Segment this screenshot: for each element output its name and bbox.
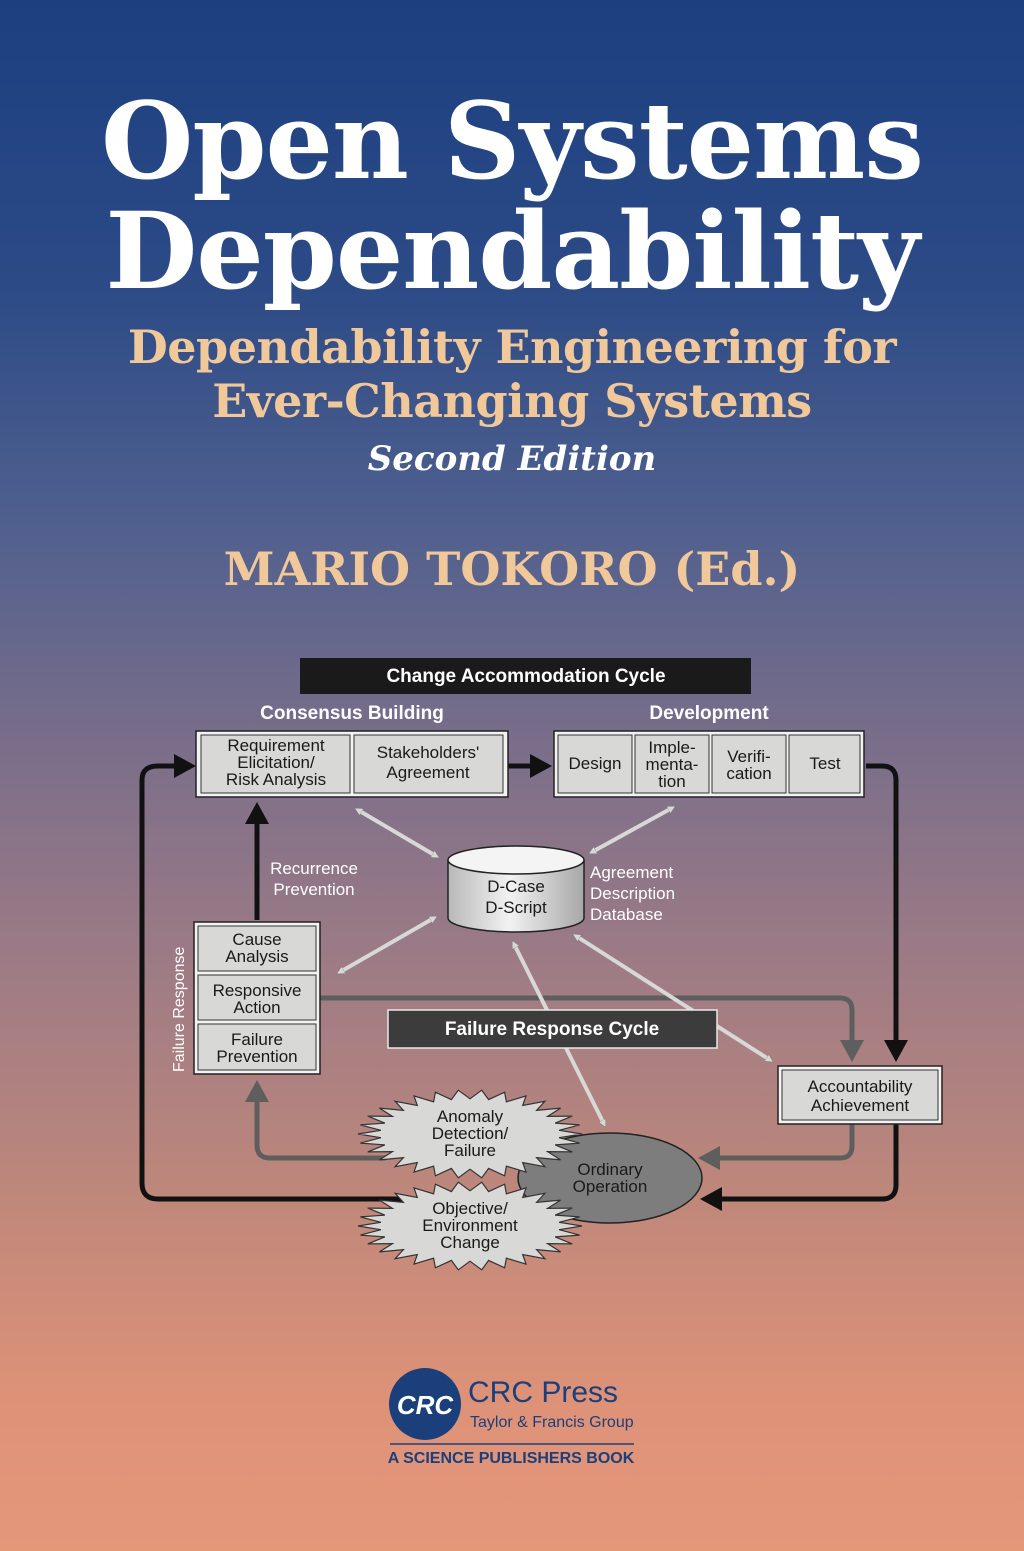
req-line-1: Requirement (227, 736, 325, 755)
agreement-line-2: Description (590, 884, 675, 903)
objective-starburst: Objective/ Environment Change (357, 1181, 583, 1271)
ordinary-line-1: Ordinary (577, 1160, 643, 1179)
ordinary-operation: Ordinary Operation (517, 1132, 703, 1224)
failure-response-label: Failure Response (171, 947, 188, 1073)
author: MARIO TOKORO (Ed.) (223, 542, 801, 596)
objective-line-3: Change (440, 1233, 500, 1252)
cause-line-1: Cause (232, 930, 281, 949)
dcase-line-2: D-Script (485, 898, 547, 917)
objective-line-2: Environment (422, 1216, 518, 1235)
stakeholders-line-1: Stakeholders' (377, 743, 479, 762)
verif-line-2: cation (726, 764, 771, 783)
accountability-line-1: Accountability (808, 1077, 913, 1096)
failure-cycle-bar (387, 1009, 718, 1049)
anomaly-line-3: Failure (444, 1141, 496, 1160)
req-line-2: Elicitation/ (237, 753, 315, 772)
failure-cycle-label: Failure Response Cycle (445, 1019, 659, 1040)
test-label: Test (809, 754, 840, 773)
consensus-building-label: Consensus Building (260, 703, 444, 724)
accountability-box: Accountability Achievement (777, 1065, 943, 1125)
subtitle-line-1: Dependability Engineering for (127, 320, 897, 374)
crc-logo-circle (389, 1368, 461, 1440)
failure-loop-arrows (245, 995, 864, 1170)
edition: Second Edition (367, 439, 657, 479)
stakeholders-line-2: Agreement (386, 763, 469, 782)
dcase-line-1: D-Case (487, 877, 545, 896)
objective-line-1: Objective/ (432, 1199, 508, 1218)
anomaly-line-2: Detection/ (432, 1124, 509, 1143)
failure-prev-line-1: Failure (231, 1030, 283, 1049)
failure-prev-line-2: Prevention (216, 1047, 297, 1066)
development-box: Design Imple- menta- tion Verifi- cation… (553, 730, 865, 798)
anomaly-line-1: Anomaly (437, 1107, 504, 1126)
impl-line-1: Imple- (648, 738, 695, 757)
recurrence-line-2: Prevention (273, 880, 354, 899)
database-cylinder: D-Case D-Script (447, 845, 585, 933)
impl-line-3: tion (658, 772, 685, 791)
design-label: Design (569, 754, 622, 773)
agreement-line-1: Agreement (590, 863, 673, 882)
title-line-1: Open Systems (101, 78, 924, 203)
verif-line-1: Verifi- (727, 747, 770, 766)
accountability-line-2: Achievement (811, 1096, 910, 1115)
change-cycle-label: Change Accommodation Cycle (386, 666, 665, 687)
publisher-imprint: A SCIENCE PUBLISHERS BOOK (388, 1450, 635, 1467)
failure-response-box: Cause Analysis Responsive Action Failure… (193, 921, 321, 1075)
publisher-group: Taylor & Francis Group (470, 1414, 634, 1431)
title-line-2: Dependability (105, 188, 919, 313)
change-loop-arrows (139, 754, 908, 1211)
change-cycle-bar (300, 658, 751, 694)
responsive-line-1: Responsive (213, 981, 302, 1000)
publisher-name: CRC Press (468, 1376, 618, 1409)
consensus-box: Requirement Elicitation/ Risk Analysis S… (195, 730, 509, 798)
responsive-line-2: Action (233, 998, 280, 1017)
development-label: Development (649, 703, 769, 724)
subtitle-line-2: Ever-Changing Systems (212, 374, 812, 428)
req-line-3: Risk Analysis (226, 770, 326, 789)
anomaly-starburst: Anomaly Detection/ Failure (357, 1089, 583, 1179)
impl-line-2: menta- (646, 755, 699, 774)
ordinary-line-2: Operation (573, 1177, 648, 1196)
publisher-logo: CRC CRC Press Taylor & Francis Group A S… (388, 1368, 635, 1467)
crc-logo-text: CRC (397, 1390, 455, 1420)
recurrence-line-1: Recurrence (270, 859, 358, 878)
agreement-line-3: Database (590, 905, 663, 924)
cause-line-2: Analysis (225, 947, 288, 966)
